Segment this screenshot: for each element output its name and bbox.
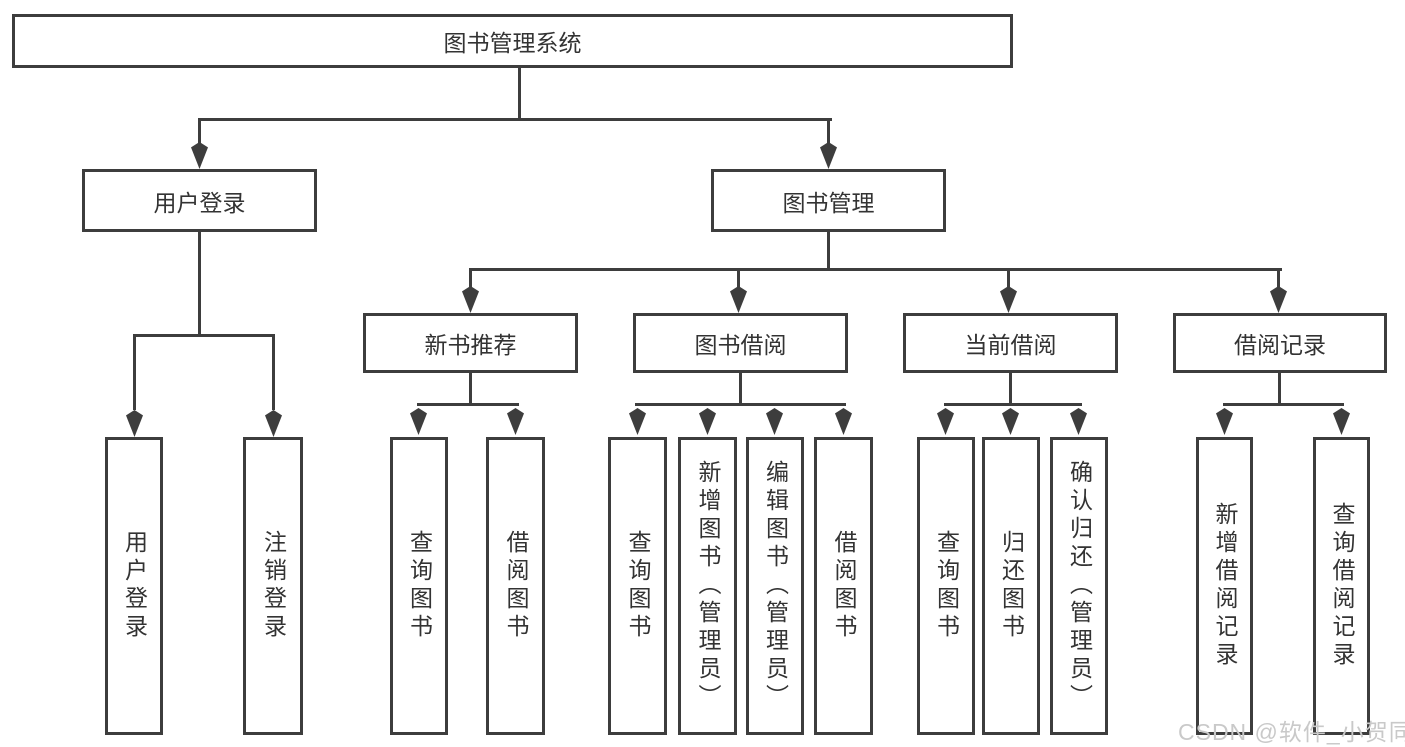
leaf-return-book: 归还图书 [982,437,1040,735]
node-user-login: 用户登录 [82,169,317,232]
leaf-label: 借阅图书 [831,530,857,642]
leaf-label: 查询图书 [625,530,651,642]
connector-line [133,334,275,337]
arrow-down-icon [629,408,646,435]
csdn-watermark: CSDN @软件_小贺同学 [1178,719,1405,745]
connector-line [1007,271,1010,287]
node-book-borrow: 图书借阅 [633,313,848,373]
connector-line [198,232,201,337]
arrow-down-icon [507,408,524,435]
connector-line [737,271,740,287]
arrow-down-icon [820,142,837,169]
leaf-query-books-recommend: 查询图书 [390,437,448,735]
connector-line [827,232,830,271]
connector-line [827,121,830,144]
arrow-down-icon [937,408,954,435]
node-label: 当前借阅 [964,332,1057,358]
connector-line [944,403,1082,406]
arrow-down-icon [766,408,783,435]
node-label: 图书借阅 [694,332,787,358]
connector-line [272,337,275,410]
leaf-label: 查询图书 [406,530,433,642]
leaf-label: 查询图书 [933,530,960,642]
leaf-borrow-books: 借阅图书 [814,437,873,735]
leaf-label: 新增图书（管理员） [695,460,721,712]
connector-line [635,403,846,406]
arrow-down-icon [410,408,427,435]
leaf-query-books-borrow: 查询图书 [608,437,667,735]
arrow-down-icon [191,142,208,169]
arrow-down-icon [1333,408,1350,435]
arrow-down-icon [126,410,143,437]
leaf-query-books-current: 查询图书 [917,437,975,735]
connector-line [469,268,1282,271]
arrow-down-icon [730,286,747,313]
node-label: 图书管理 [782,189,875,216]
connector-line [198,121,201,144]
connector-line [518,68,521,121]
node-label: 借阅记录 [1234,332,1326,358]
arrow-down-icon [1070,408,1087,435]
arrow-down-icon [835,408,852,435]
connector-line [1009,373,1012,405]
connector-line [469,373,472,405]
leaf-confirm-return-admin: 确认归还（管理员） [1050,437,1108,735]
connector-line [1277,271,1280,287]
connector-line [1278,373,1281,405]
leaf-borrow-books-recommend: 借阅图书 [486,437,545,735]
leaf-label: 查询借阅记录 [1329,502,1355,670]
connector-line [198,118,832,121]
node-new-book-recommend: 新书推荐 [363,313,578,373]
leaf-add-book-admin: 新增图书（管理员） [678,437,737,735]
leaf-edit-book-admin: 编辑图书（管理员） [746,437,804,735]
connector-line [739,373,742,405]
arrow-down-icon [1002,408,1019,435]
node-label: 用户登录 [153,189,246,216]
node-book-management: 图书管理 [711,169,946,232]
leaf-user-login: 用户登录 [105,437,163,735]
leaf-query-borrow-record: 查询借阅记录 [1313,437,1370,735]
connector-line [469,271,472,287]
leaf-label: 借阅图书 [503,530,529,642]
connector-line [133,337,136,410]
arrow-down-icon [1000,286,1017,313]
node-root-library-system: 图书管理系统 [12,14,1013,68]
leaf-add-borrow-record: 新增借阅记录 [1196,437,1253,735]
leaf-logout: 注销登录 [243,437,303,735]
leaf-label: 用户登录 [121,530,148,642]
connector-line [1223,403,1344,406]
arrow-down-icon [1270,286,1287,313]
arrow-down-icon [265,410,282,437]
arrow-down-icon [1216,408,1233,435]
arrow-down-icon [462,286,479,313]
leaf-label: 编辑图书（管理员） [762,460,789,712]
connector-line [417,403,519,406]
node-label: 图书管理系统 [443,30,582,56]
leaf-label: 归还图书 [998,530,1025,642]
leaf-label: 确认归还（管理员） [1066,460,1093,712]
node-borrow-records: 借阅记录 [1173,313,1387,373]
leaf-label: 新增借阅记录 [1212,502,1238,670]
node-label: 新书推荐 [424,332,517,358]
node-current-borrow: 当前借阅 [903,313,1118,373]
arrow-down-icon [699,408,716,435]
leaf-label: 注销登录 [260,530,287,642]
